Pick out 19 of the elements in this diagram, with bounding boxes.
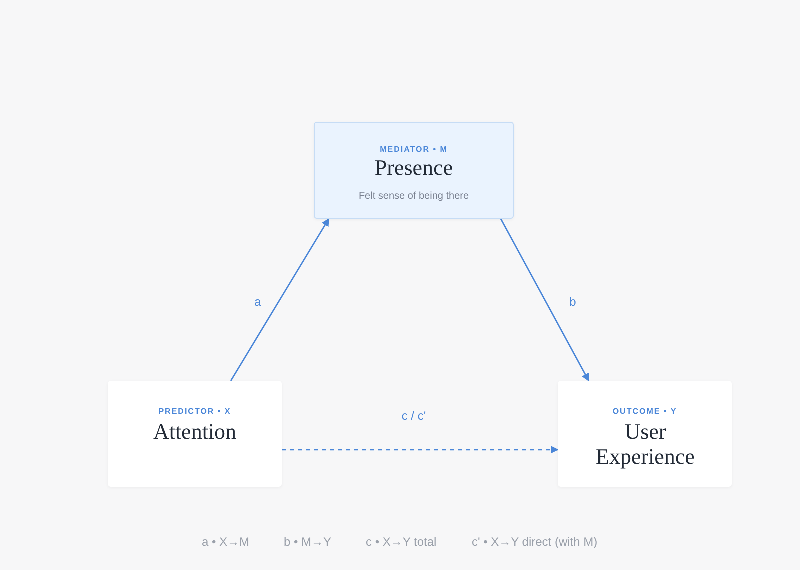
edge-label: b [568,295,578,309]
legend-note: c' • X→Y direct (with M) [472,535,598,549]
node-description: Felt sense of being there [358,191,470,202]
edge-label: c / c' [400,408,428,423]
arrow [500,218,590,382]
node-card [314,122,514,219]
role-label: PREDICTOR • X [158,407,232,416]
arrow [282,446,559,454]
legend-note: c • X→Y total [366,535,437,549]
node-card [108,381,282,487]
role-label: OUTCOME • Y [612,407,678,416]
role-label: MEDIATOR • M [380,145,448,154]
arrow [230,218,330,382]
node-card [558,381,732,487]
node-title: Attention [153,419,237,444]
node-title: User Experience [596,419,695,469]
node-title: Presence [374,155,454,180]
legend-note: b • M→Y [284,535,332,549]
legend-note: a • X→M [202,535,250,549]
